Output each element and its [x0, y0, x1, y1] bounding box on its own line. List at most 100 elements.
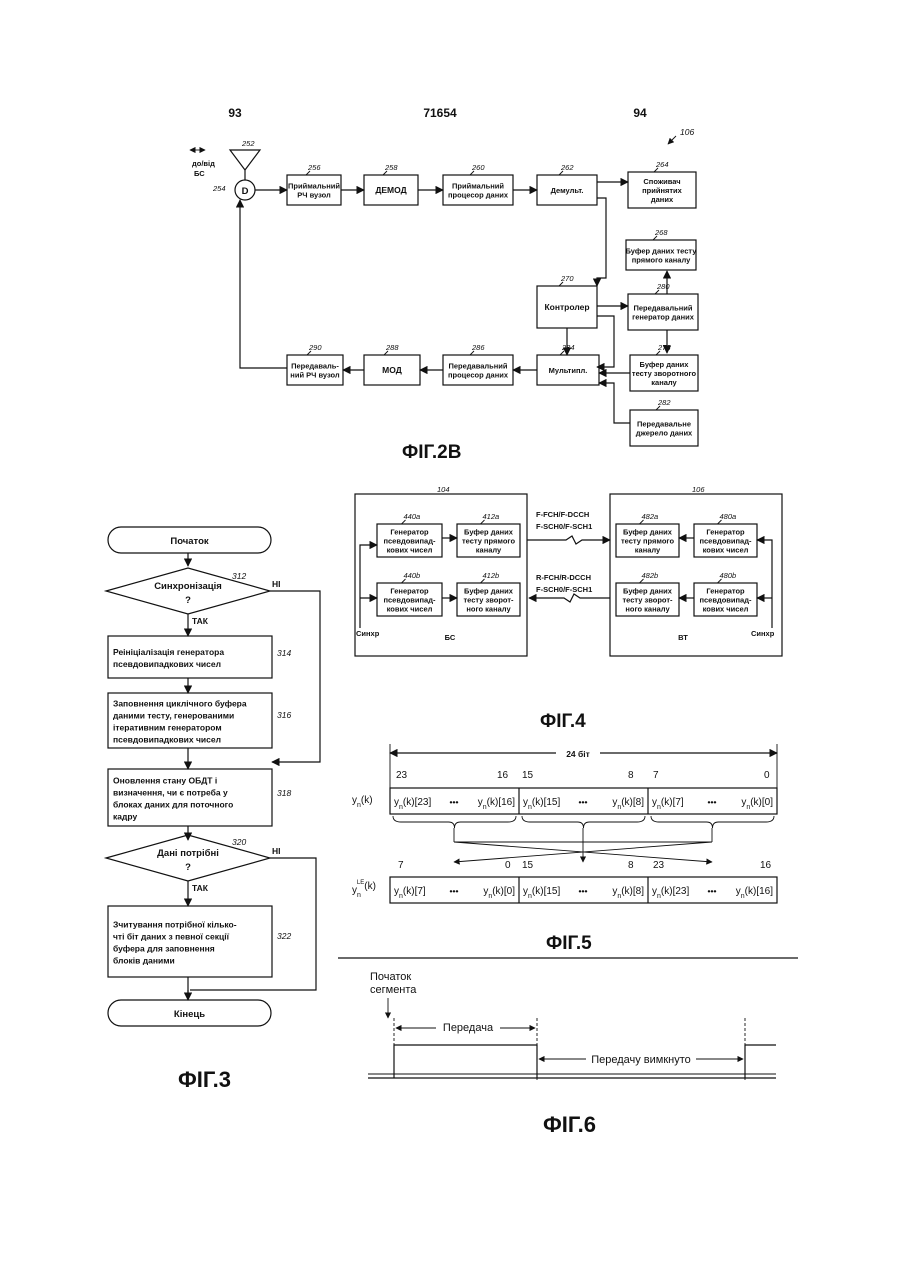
buf-412b-label-2: ного каналу [466, 605, 511, 614]
sync-decision-label-1: ? [185, 595, 191, 606]
fig2b-caption: ФІГ.2В [402, 442, 461, 463]
gen-480a-ref: 480a [720, 512, 737, 521]
mod-label-0: МОД [382, 365, 402, 375]
rx-rf-label-0: Приймальний [288, 182, 340, 191]
step-322-label-2: буфера для заповнення [113, 944, 215, 954]
step-316-label-0: Заповнення циклічного буфера [113, 699, 247, 709]
segment-start-line1: Початок [370, 971, 411, 983]
rx-proc-label-1: процесор даних [448, 191, 509, 200]
step-318-ref: 318 [277, 788, 291, 798]
consumer-label-1: прийнятих [642, 186, 683, 195]
rx-proc-ref: 260 [471, 163, 485, 172]
tx-source-block: Передавальнеджерело даних282 [630, 398, 698, 446]
step-318-label-1: визначення, чи є потреба у [113, 788, 228, 798]
step-316-label-3: псевдовипадкових чисел [113, 735, 221, 745]
data-needed-decision: Дані потрібні?320НІТАК [106, 835, 281, 893]
bottom-bit-3: 8 [628, 860, 634, 871]
fwd-buffer-label-0: Буфер даних тесту [626, 247, 698, 256]
buf-412b-label-1: тесту зворот- [464, 596, 515, 605]
consumer-ref: 264 [655, 160, 669, 169]
segment-start-line2: сегмента [370, 984, 417, 996]
gen-480b-label-2: кових чисел [703, 605, 749, 614]
buf-482b-label-2: ного каналу [625, 605, 670, 614]
transmit-off-label: Передачу вимкнуто [591, 1054, 691, 1066]
consumer-label-2: даних [651, 195, 674, 204]
antenna-ref: 252 [241, 139, 255, 148]
top-bit-5: 0 [764, 770, 770, 781]
reverse-channels-line1: R-FCH/R-DCCH [536, 573, 591, 582]
demux-ref: 262 [560, 163, 574, 172]
data-needed-decision-ref: 320 [232, 837, 246, 847]
fig6-caption: ФІГ.6 [543, 1112, 596, 1137]
sync-decision-ref: 312 [232, 571, 246, 581]
mt-ref: 106 [692, 485, 705, 494]
bs-container [355, 494, 527, 656]
row2-cell-0-dots: ••• [450, 886, 459, 896]
demod-label-0: ДЕМОД [375, 185, 406, 195]
bottom-bit-4: 23 [653, 860, 665, 871]
gen-440b-label-1: псевдовипад- [383, 596, 436, 605]
mux-label-0: Мультипл. [549, 366, 588, 375]
tx-rf-label-0: Передаваль- [291, 362, 339, 371]
step-316-ref: 316 [277, 710, 291, 720]
gen-480b-label-0: Генератор [706, 587, 745, 596]
buf-412a-label-0: Буфер даних [464, 528, 514, 537]
gen-440b-label-2: кових чисел [387, 605, 433, 614]
tx-source-label-1: джерело даних [636, 429, 693, 438]
rx-rf-block: ПриймальнийРЧ вузол256 [287, 163, 341, 205]
reverse-channels-line2: F-SCH0/F-SCH1 [536, 585, 592, 594]
fwd-buffer-ref: 268 [654, 228, 668, 237]
antenna-icon [230, 150, 260, 170]
tx-rf-ref: 290 [308, 343, 322, 352]
buf-482a-label-1: тесту прямого [621, 537, 674, 546]
rx-proc-block: Приймальнийпроцесор даних260 [443, 163, 513, 205]
tx-proc-block: Передавальнийпроцесор даних286 [443, 343, 513, 385]
row1-cell-1-dots: ••• [579, 797, 588, 807]
step-322-ref: 322 [277, 931, 291, 941]
buf-412b-label-0: Буфер даних [464, 587, 514, 596]
gen-440a-ref: 440a [404, 512, 421, 521]
gen-480b-label-1: псевдовипад- [699, 596, 752, 605]
figure-5: 24 біт 231615870701582316yn(k)ynLE(k)yn(… [352, 744, 777, 954]
bit-width-label: 24 біт [566, 749, 590, 759]
sync-decision-label-0: Синхронізація [154, 581, 222, 592]
step-318: Оновлення стану ОБДТ івизначення, чи є п… [108, 769, 291, 826]
step-316-label-2: ітеративним генератором [113, 723, 222, 733]
rev-buffer-ref: 278 [657, 343, 671, 352]
sync-decision-no: НІ [272, 579, 281, 589]
tx-rf-label-1: ний РЧ вузол [290, 371, 340, 380]
step-314-label-0: Реініціалізація генератора [113, 647, 224, 657]
transmit-pulse [394, 1045, 537, 1078]
step-322-label-0: Зчитування потрібної кілько- [113, 920, 237, 930]
fig4-caption: ФІГ.4 [540, 711, 586, 732]
bottom-bit-0: 7 [398, 860, 404, 871]
gen-440b-label-0: Генератор [390, 587, 429, 596]
top-bit-2: 15 [522, 770, 534, 781]
gen-480a-label-2: кових чисел [703, 546, 749, 555]
consumer-label-0: Споживач [643, 177, 680, 186]
row1-label: yn(k) [352, 795, 373, 809]
to-from-line1: до/від [192, 159, 215, 168]
figure-4: 104 106 БС ВТ Синхр Синхр Генераторпсевд… [355, 485, 782, 732]
bs-ref: 104 [437, 485, 450, 494]
fig3-caption: ФІГ.3 [178, 1067, 231, 1092]
gen-440a-label-0: Генератор [390, 528, 429, 537]
fig2b-ref-106: 106 [680, 127, 694, 137]
demux-label-0: Демульт. [551, 186, 584, 195]
demod-ref: 258 [384, 163, 398, 172]
gen-440a-label-2: кових чисел [387, 546, 433, 555]
top-bit-3: 8 [628, 770, 634, 781]
tx-source-label-0: Передавальне [637, 420, 691, 429]
duplexer-label: D [242, 186, 249, 197]
to-from-line2: БС [194, 169, 205, 178]
consumer-block: Споживачприйнятихданих 264 [628, 160, 696, 208]
tx-proc-ref: 286 [471, 343, 485, 352]
rev-buffer-label-0: Буфер даних [640, 360, 690, 369]
mod-ref: 288 [385, 343, 399, 352]
step-314-ref: 314 [277, 648, 291, 658]
brace-byte-0 [651, 816, 774, 828]
tx-gen-block: Передавальнийгенератор даних280 [628, 282, 698, 330]
figure-2b: 106 252 D 254 до/від БС ПриймальнийРЧ ву… [190, 127, 698, 463]
transmit-label: Передача [443, 1022, 494, 1034]
bs-sync-label: Синхр [356, 629, 380, 638]
